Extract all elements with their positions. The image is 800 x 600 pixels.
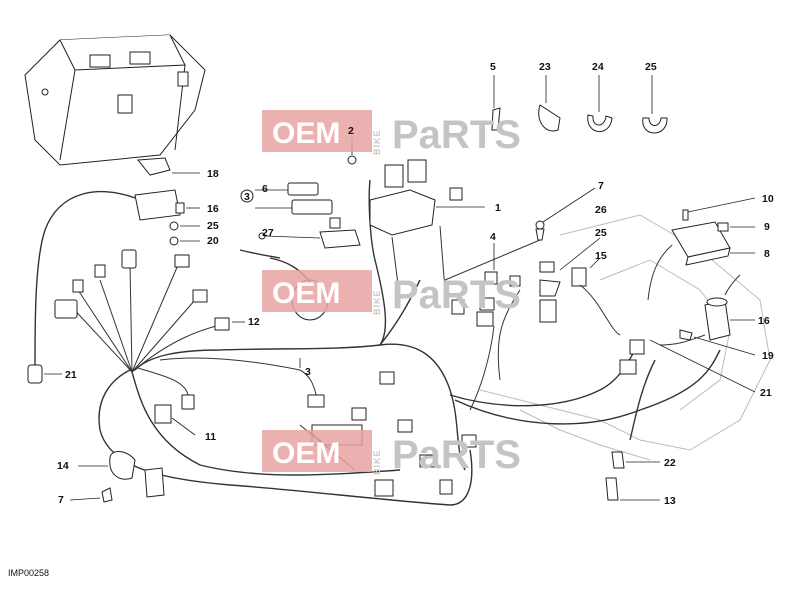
callout-15: 15 — [595, 250, 607, 262]
clip-22 — [538, 75, 561, 132]
watermark-middle: OEM BIKE PaRTS — [262, 270, 521, 317]
watermark-bike-text: BIKE — [372, 289, 382, 315]
regulator-8 — [647, 197, 756, 301]
main-harness — [54, 179, 721, 506]
callout-22: 23 — [539, 61, 551, 73]
callout-7-right: 7 — [598, 180, 604, 192]
image-code: IMP00258 — [8, 568, 49, 578]
callout-10: 10 — [762, 193, 774, 205]
clip-24 — [642, 75, 668, 134]
callout-2: 2 — [348, 125, 354, 137]
watermark-parts-text: PaRTS — [392, 433, 521, 477]
callout-8: 8 — [764, 248, 770, 260]
watermark-bottom: OEM BIKE PaRTS — [262, 430, 521, 477]
callout-26: 26 — [595, 204, 607, 216]
watermark-parts-text: PaRTS — [392, 113, 521, 157]
sensor-13 — [605, 477, 660, 501]
part-20 — [619, 339, 756, 393]
watermark-top: OEM BIKE PaRTS — [262, 110, 521, 157]
ignition-coil-16 — [134, 189, 200, 246]
watermark-oem-text: OEM — [272, 117, 340, 150]
callout-12: 12 — [248, 316, 260, 328]
watermark-bike-text: BIKE — [372, 129, 382, 155]
callout-23: 24 — [592, 61, 604, 73]
callout-17: 18 — [207, 168, 219, 180]
callout-1: 1 — [495, 202, 501, 214]
sensor-21-left — [27, 191, 136, 384]
callout-7-left: 7 — [58, 494, 64, 506]
watermark-oem-text: OEM — [272, 437, 340, 470]
callout-25-right: 25 — [595, 227, 607, 239]
sensor-21-right — [611, 359, 660, 469]
callout-24: 25 — [645, 61, 657, 73]
callout-4: 4 — [490, 231, 496, 243]
callout-19: 20 — [207, 235, 219, 247]
screw-7-bottom — [69, 487, 113, 503]
part-14 — [78, 451, 165, 498]
watermark-bike-text: BIKE — [372, 449, 382, 475]
callout-14: 14 — [57, 460, 69, 472]
part-5 — [491, 75, 501, 131]
fuse-box-1 — [369, 159, 485, 236]
callout-20: 21 — [760, 387, 772, 399]
bracket-17 — [137, 157, 200, 176]
callout-5: 5 — [490, 61, 496, 73]
callout-21-left: 21 — [65, 369, 77, 381]
screw-18 — [679, 329, 756, 356]
callout-11: 11 — [205, 431, 216, 443]
callouts: 2 5 23 24 25 18 6 3 7 1 16 26 10 25 9 27… — [57, 61, 774, 507]
callout-3-small: 3 — [244, 191, 250, 203]
callout-3-main: 3 — [305, 366, 311, 378]
watermark-parts-text: PaRTS — [392, 273, 521, 317]
coil-16-right — [659, 274, 755, 346]
battery-box — [24, 34, 206, 166]
callout-16-left: 16 — [207, 203, 219, 215]
parts-3-6 — [240, 182, 341, 229]
part-11-connector — [154, 404, 196, 436]
watermark-oem-text: OEM — [272, 277, 340, 310]
screw-27 — [258, 229, 361, 249]
parts-7-26-4 — [444, 187, 621, 411]
callout-25-left: 25 — [207, 220, 219, 232]
callout-18: 19 — [762, 350, 774, 362]
callout-9: 9 — [764, 221, 770, 233]
callout-21-right: 22 — [664, 457, 676, 469]
callout-27: 27 — [262, 227, 274, 239]
clip-23 — [587, 75, 613, 133]
callout-13: 13 — [664, 495, 676, 507]
callout-16-right: 16 — [758, 315, 770, 327]
callout-6: 6 — [262, 183, 268, 195]
